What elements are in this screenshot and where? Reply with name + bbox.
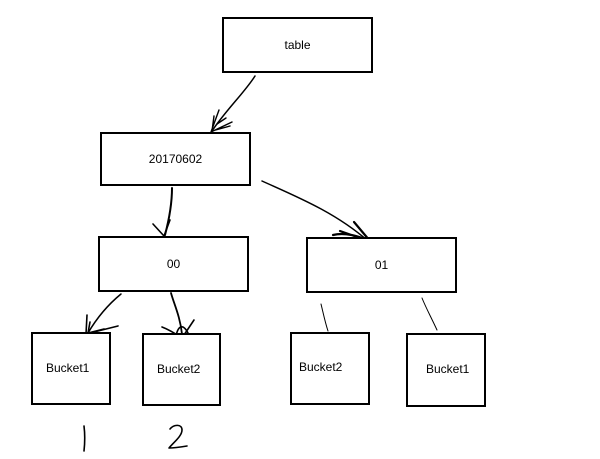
handwritten-digit-2: 2 [164,420,194,454]
edge-date-to-01 [261,180,369,242]
node-bucket1-left: Bucket1 [31,332,111,405]
node-partition-00: 00 [98,236,249,292]
node-label: Bucket2 [157,362,201,376]
node-bucket2-left: Bucket2 [142,333,221,406]
node-label: Bucket2 [299,360,343,374]
node-date: 20170602 [100,132,251,186]
node-table: table [222,17,373,73]
edge-00-to-bucket2-left [170,292,183,335]
edge-00-to-bucket1-left [87,293,122,334]
node-label: table [284,38,311,52]
handwritten-digit-1: 1 [70,420,100,454]
edge-01-to-bucket2-right [320,303,329,332]
node-label: Bucket1 [426,362,470,376]
edge-01-to-bucket1-right [421,297,438,331]
node-bucket1-right: Bucket1 [406,333,486,407]
node-label: 20170602 [148,152,203,166]
node-partition-01: 01 [306,237,457,293]
node-bucket2-right: Bucket2 [290,332,370,405]
node-label: Bucket1 [46,361,90,375]
node-label: 01 [374,258,389,272]
node-label: 00 [166,257,181,271]
edge-date-to-00 [164,187,173,236]
edge-table-to-date [211,75,256,132]
